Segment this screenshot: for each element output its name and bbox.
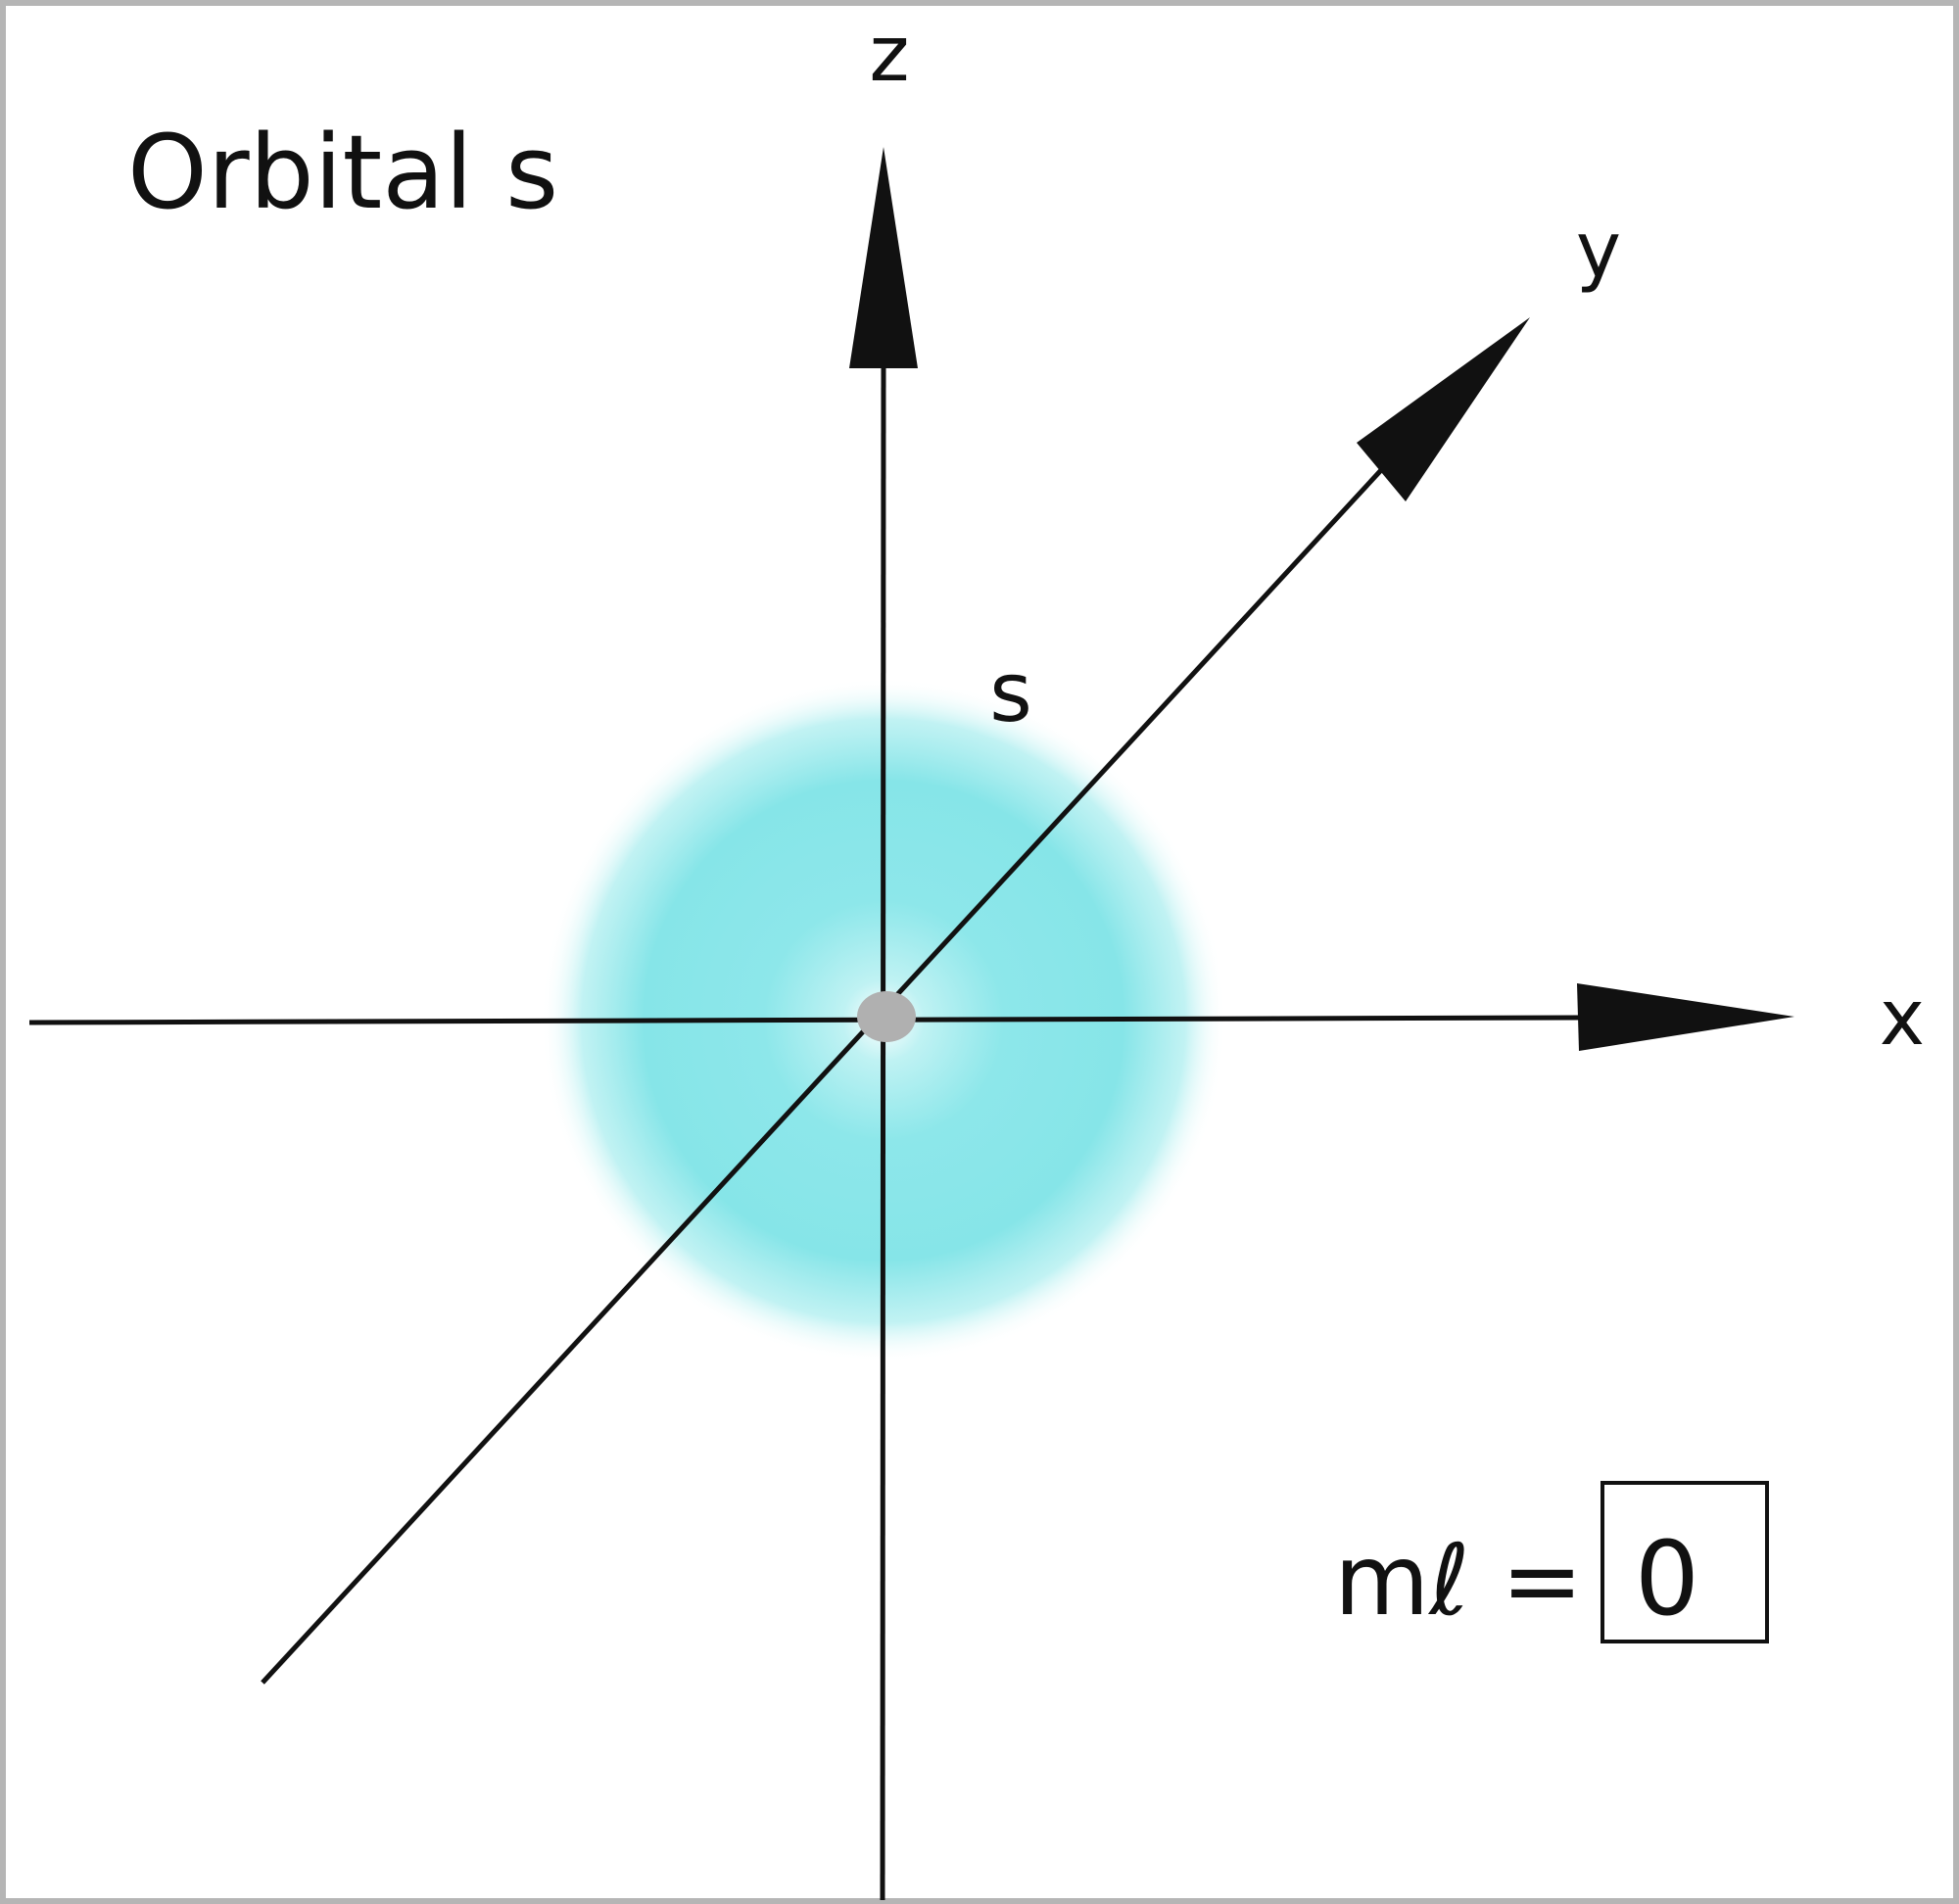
x-axis-arrowhead	[1577, 983, 1794, 1051]
x-axis-line	[28, 1015, 1580, 1025]
z-axis-label: z	[870, 11, 910, 99]
z-axis-line	[880, 363, 886, 1901]
y-axis-label: y	[1576, 207, 1621, 295]
quantum-number-value: 0	[1635, 1519, 1699, 1639]
orbital-label: s	[989, 644, 1032, 740]
y-axis-arrowhead	[1357, 317, 1530, 501]
nucleus-dot	[857, 991, 916, 1042]
x-axis-label: x	[1880, 975, 1925, 1063]
quantum-number-label: mℓ =	[1334, 1523, 1583, 1638]
quantum-number-box	[1601, 1481, 1769, 1643]
z-axis-arrowhead	[849, 147, 918, 368]
y-axis-line	[261, 468, 1383, 1685]
diagram-title: Orbital s	[127, 113, 558, 232]
